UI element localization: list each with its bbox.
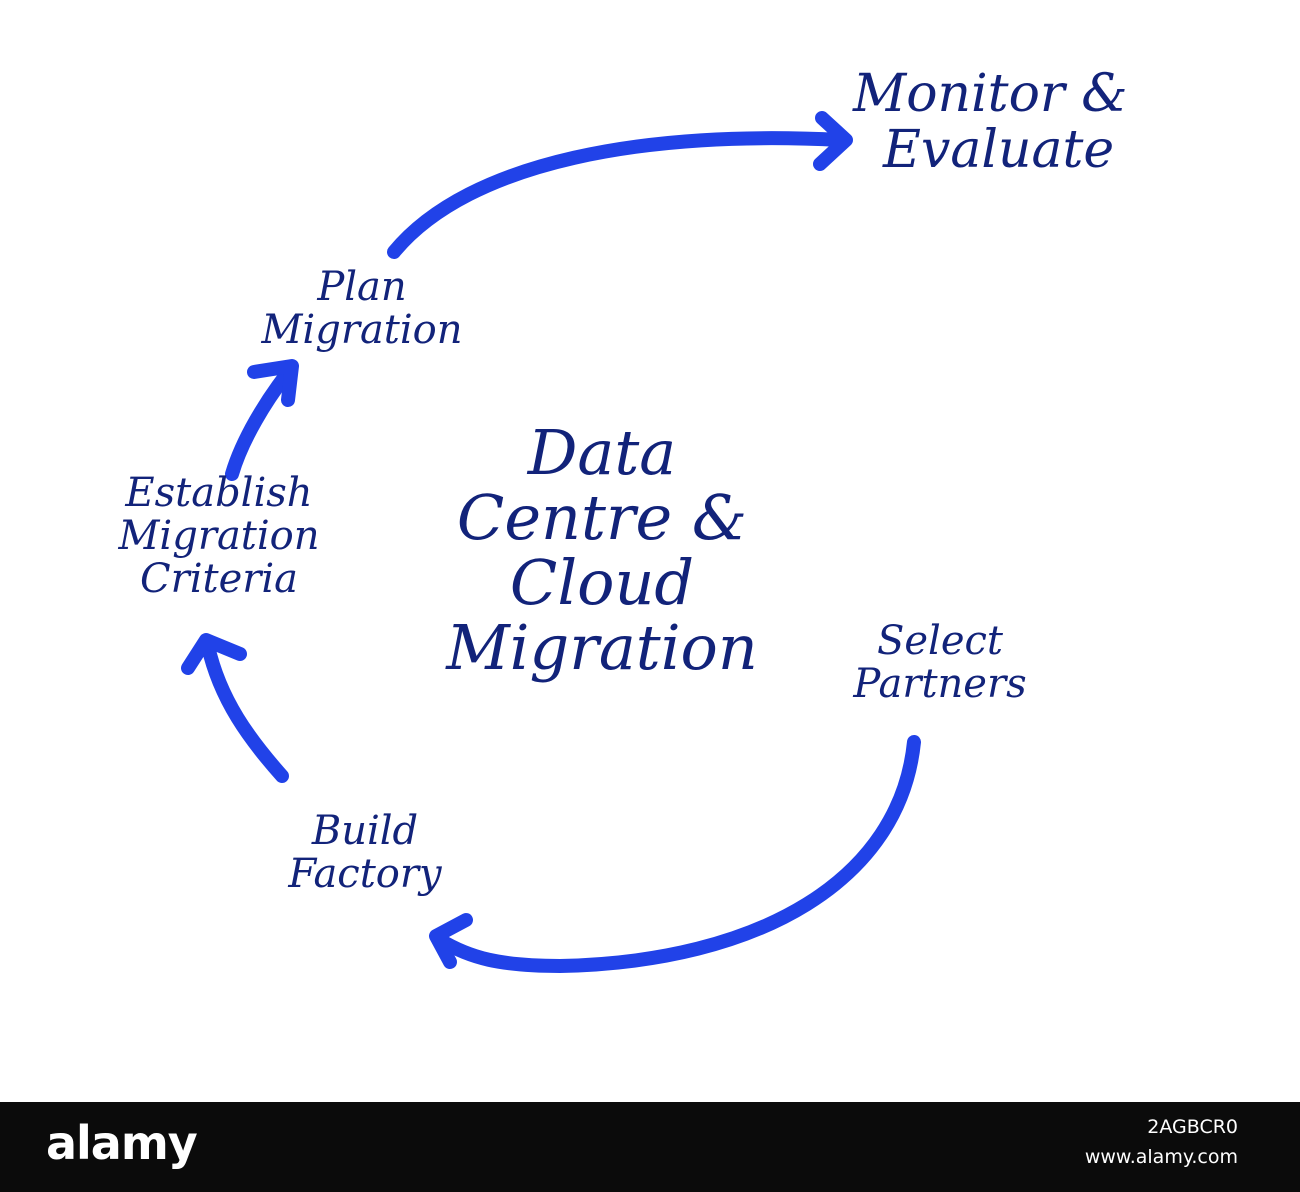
arrow-select-to-build bbox=[433, 735, 921, 973]
cycle-arrows bbox=[181, 111, 921, 973]
step-plan-line-1: Plan bbox=[317, 264, 407, 310]
arrow-build-to-establish bbox=[201, 639, 289, 783]
step-establish-line-2: Migration bbox=[118, 513, 320, 560]
arrowhead-plan bbox=[247, 359, 299, 407]
step-establish-criteria: Establish Migration Criteria bbox=[80, 470, 358, 603]
step-monitor-line-2: Evaluate bbox=[883, 120, 1115, 181]
step-monitor-line-1: Monitor & bbox=[853, 64, 1128, 124]
step-build-line-1: Build bbox=[311, 808, 419, 854]
site-url: www.alamy.com bbox=[1084, 1146, 1238, 1168]
arrowhead-build bbox=[429, 913, 473, 969]
arrow-plan-to-monitor bbox=[387, 131, 847, 259]
image-id: 2AGBCR0 bbox=[1147, 1116, 1238, 1138]
brand-logo: alamy bbox=[46, 1116, 198, 1170]
arrowhead-establish bbox=[181, 633, 247, 675]
step-establish-line-1: Establish bbox=[125, 470, 313, 516]
step-plan-line-2: Migration bbox=[261, 307, 463, 354]
title-line-2: Centre & bbox=[456, 481, 748, 555]
diagram-canvas: Monitor & Evaluate Plan Migration Establ… bbox=[80, 65, 1128, 973]
step-build-line-2: Factory bbox=[288, 851, 442, 898]
arrow-establish-to-plan bbox=[225, 363, 297, 481]
title-line-3: Cloud bbox=[509, 546, 695, 620]
step-plan-migration: Plan Migration bbox=[224, 264, 500, 354]
title-line-4: Migration bbox=[446, 611, 758, 685]
diagram-title: Data Centre & Cloud Migration bbox=[392, 420, 812, 680]
step-monitor-evaluate: Monitor & Evaluate bbox=[853, 66, 1128, 178]
title-line-1: Data bbox=[527, 416, 677, 489]
arrowhead-monitor bbox=[813, 111, 853, 171]
watermark-footer: alamy 2AGBCR0 www.alamy.com bbox=[0, 1102, 1300, 1192]
step-select-line-2: Partners bbox=[853, 661, 1027, 708]
step-build-factory: Build Factory bbox=[262, 808, 468, 898]
step-select-line-1: Select bbox=[876, 618, 1003, 664]
step-select-partners: Select Partners bbox=[822, 618, 1058, 708]
step-establish-line-3: Criteria bbox=[139, 556, 299, 603]
